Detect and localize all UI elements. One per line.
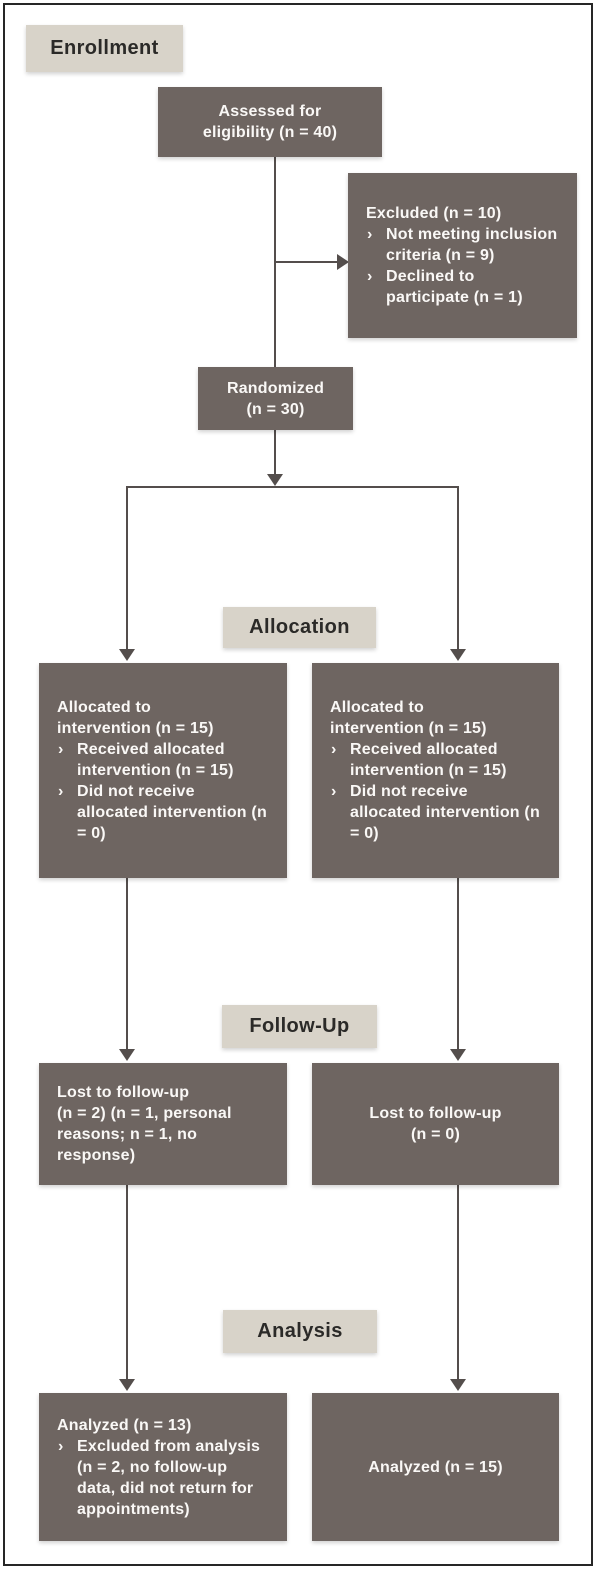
bullet-text: Did not receive allocated intervention (… [350, 783, 540, 842]
box-randomized: Randomized (n = 30) [198, 367, 353, 430]
arrowhead-followup-left-icon [119, 1049, 135, 1061]
box-allocation-right: Allocated to intervention (n = 15) › Rec… [312, 663, 559, 878]
box-text-line: Randomized [226, 379, 325, 397]
box-text-line: (n = 2) (n = 1, personal [57, 1105, 232, 1122]
arrowhead-excluded-icon [337, 254, 349, 270]
box-title-line: intervention (n = 15) [330, 720, 487, 737]
connector-branch-horizontal [126, 486, 459, 488]
box-title-line: Allocated to [57, 699, 151, 716]
box-text-line: Analyzed (n = 15) [368, 1458, 503, 1476]
box-title: Excluded (n = 10) [366, 205, 502, 222]
arrowhead-randomized-icon [267, 474, 283, 486]
box-text-line: Lost to follow-up [369, 1105, 502, 1122]
box-analysis-right: Analyzed (n = 15) [312, 1393, 559, 1541]
bullet-item: › Received allocated intervention (n = 1… [330, 739, 541, 781]
arrowhead-analysis-left-icon [119, 1379, 135, 1391]
arrowhead-allocation-right-icon [450, 649, 466, 661]
chevron-bullet-icon: › [58, 1437, 64, 1455]
bullet-item: › Excluded from analysis (n = 2, no foll… [57, 1436, 269, 1520]
chevron-bullet-icon: › [58, 741, 64, 758]
stage-label-analysis: Analysis [223, 1310, 377, 1353]
arrowhead-allocation-left-icon [119, 649, 135, 661]
box-text-line: eligibility (n = 40) [202, 124, 338, 141]
bullet-item: › Received allocated intervention (n = 1… [57, 739, 269, 781]
stage-label-followup: Follow-Up [222, 1005, 377, 1048]
connector-randomized-down [274, 430, 276, 475]
chevron-bullet-icon: › [367, 268, 373, 285]
connector-allocation-to-followup-right [457, 878, 459, 1049]
stage-label-enrollment: Enrollment [26, 25, 183, 72]
box-title: Analyzed (n = 13) [57, 1416, 192, 1434]
box-text-line: response) [57, 1147, 136, 1164]
box-text-line: (n = 30) [246, 400, 305, 418]
box-text-line: Lost to follow-up [57, 1084, 190, 1101]
box-allocation-left: Allocated to intervention (n = 15) › Rec… [39, 663, 287, 878]
bullet-item: › Did not receive allocated intervention… [330, 781, 541, 844]
connector-followup-to-analysis-right [457, 1185, 459, 1379]
arrowhead-analysis-right-icon [450, 1379, 466, 1391]
connector-followup-to-analysis-left [126, 1185, 128, 1379]
bullet-text: Declined to participate (n = 1) [386, 268, 523, 306]
box-text-line: (n = 0) [411, 1126, 460, 1143]
box-title: Allocated to intervention (n = 15) [330, 697, 487, 739]
chevron-bullet-icon: › [367, 226, 373, 243]
chevron-bullet-icon: › [58, 783, 64, 800]
connector-branch-left-vertical [126, 488, 128, 649]
chevron-bullet-icon: › [331, 783, 337, 800]
box-followup-right: Lost to follow-up (n = 0) [312, 1063, 559, 1185]
box-followup-left: Lost to follow-up (n = 2) (n = 1, person… [39, 1063, 287, 1185]
bullet-item: › Not meeting inclusion criteria (n = 9) [366, 224, 559, 266]
box-excluded: Excluded (n = 10) › Not meeting inclusio… [348, 173, 577, 338]
bullet-text: Excluded from analysis (n = 2, no follow… [77, 1437, 261, 1518]
connector-branch-right-vertical [457, 488, 459, 649]
box-assessed-for-eligibility: Assessed for eligibility (n = 40) [158, 87, 382, 157]
diagram-frame-border [3, 3, 593, 1566]
chevron-bullet-icon: › [331, 741, 337, 758]
bullet-text: Did not receive allocated intervention (… [77, 783, 267, 842]
box-title-line: Allocated to [330, 699, 424, 716]
bullet-text: Received allocated intervention (n = 15) [350, 741, 507, 779]
arrowhead-followup-right-icon [450, 1049, 466, 1061]
bullet-text: Received allocated intervention (n = 15) [77, 741, 234, 779]
bullet-item: › Declined to participate (n = 1) [366, 266, 559, 308]
box-text-line: reasons; n = 1, no [57, 1126, 198, 1143]
bullet-text: Not meeting inclusion criteria (n = 9) [386, 226, 558, 264]
connector-to-excluded [275, 261, 337, 263]
box-text-line: Assessed for [218, 103, 322, 120]
bullet-item: › Did not receive allocated intervention… [57, 781, 269, 844]
box-title-line: intervention (n = 15) [57, 720, 214, 737]
box-title: Allocated to intervention (n = 15) [57, 697, 214, 739]
stage-label-allocation: Allocation [223, 607, 376, 648]
box-analysis-left: Analyzed (n = 13) › Excluded from analys… [39, 1393, 287, 1541]
connector-allocation-to-followup-left [126, 878, 128, 1049]
